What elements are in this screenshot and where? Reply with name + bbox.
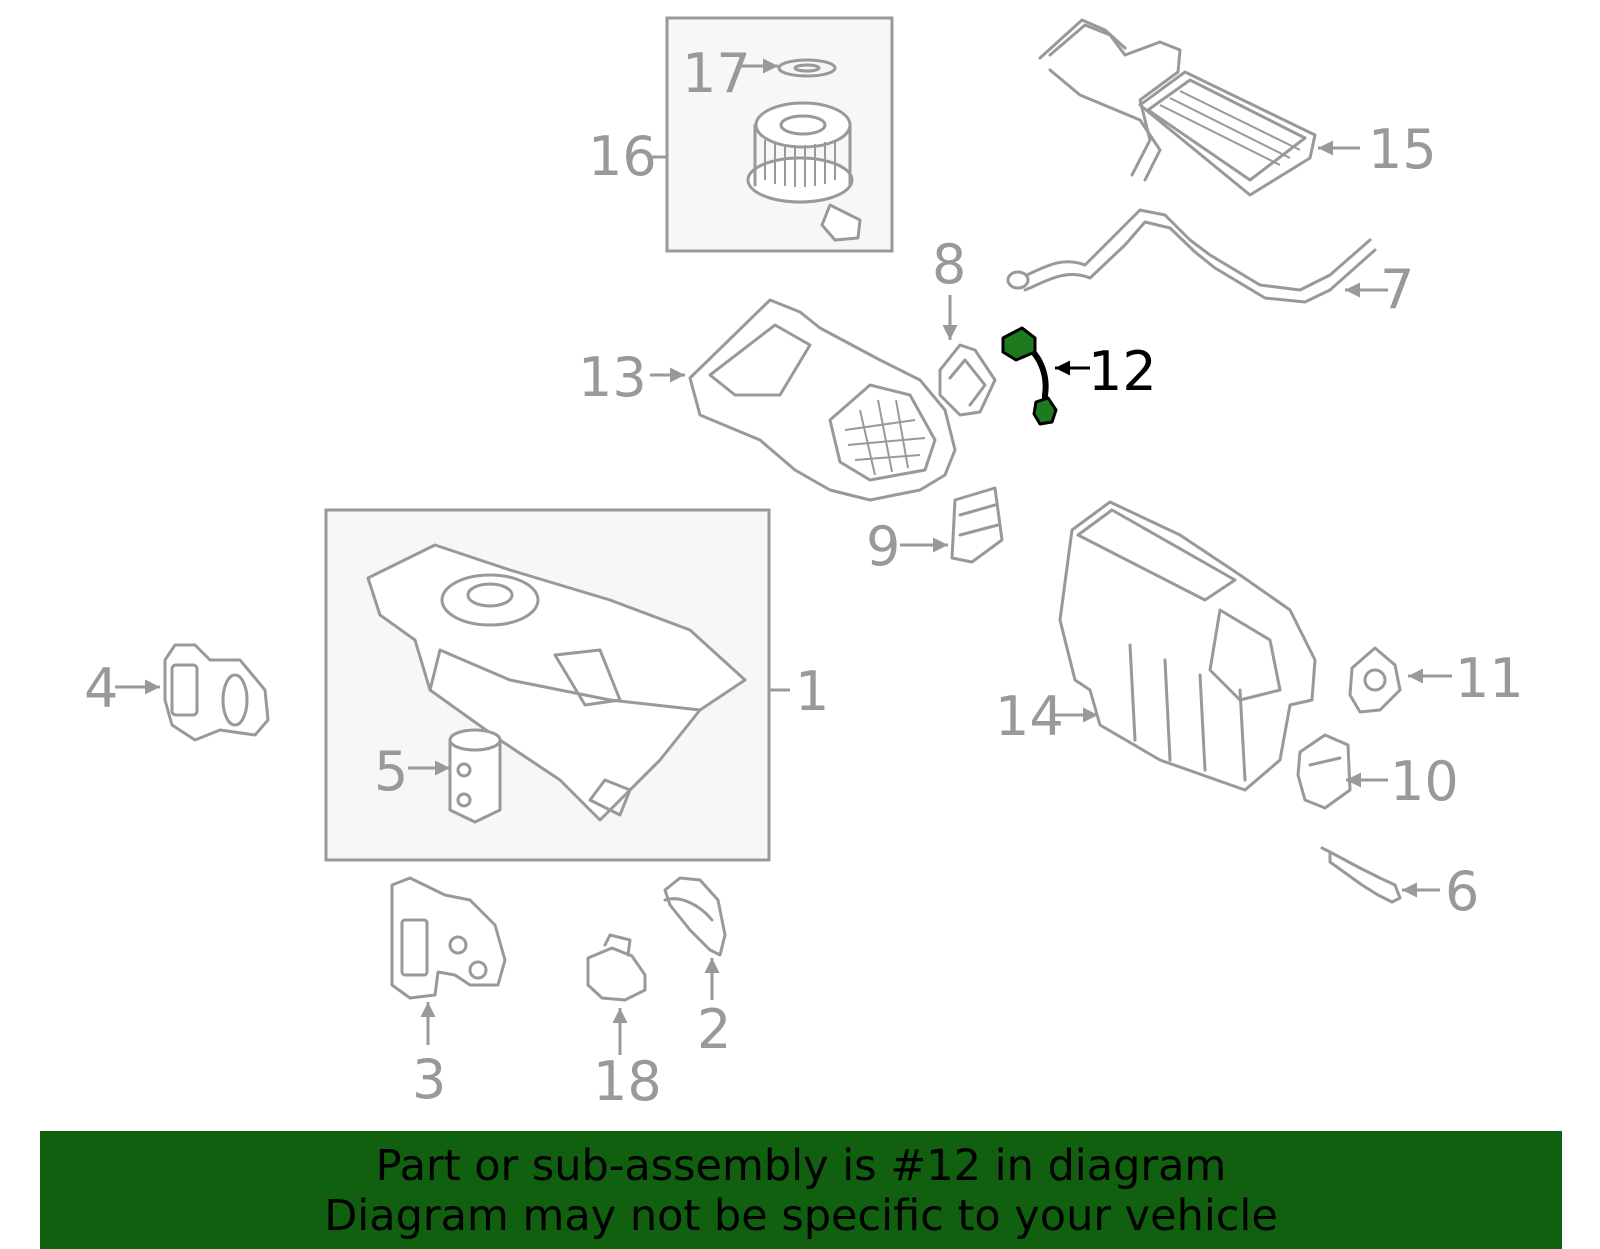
callout-6: 6 bbox=[1445, 860, 1479, 923]
banner-line-part-number: Part or sub-assembly is #12 in diagram bbox=[375, 1141, 1227, 1191]
callout-8: 8 bbox=[932, 233, 966, 296]
part-3-bracket bbox=[390, 876, 507, 1000]
part-6-temperature-sensor bbox=[1320, 846, 1402, 904]
callout-13: 13 bbox=[578, 346, 647, 409]
callout-10: 10 bbox=[1390, 750, 1459, 813]
callout-9: 9 bbox=[866, 515, 900, 578]
part-16-blower-motor bbox=[665, 16, 894, 253]
callout-3: 3 bbox=[412, 1048, 446, 1111]
callout-2: 2 bbox=[697, 998, 731, 1061]
part-2-cover bbox=[663, 876, 727, 957]
part-15-heater-core bbox=[1038, 18, 1317, 197]
callout-16: 16 bbox=[588, 125, 657, 188]
banner-line-disclaimer: Diagram may not be specific to your vehi… bbox=[324, 1191, 1278, 1241]
callout-14: 14 bbox=[995, 685, 1064, 748]
callout-7: 7 bbox=[1380, 258, 1414, 321]
callout-15: 15 bbox=[1368, 118, 1437, 181]
callout-11: 11 bbox=[1455, 647, 1524, 710]
part-14-evaporator-housing bbox=[1058, 500, 1317, 792]
part-10-actuator bbox=[1296, 733, 1352, 810]
part-5-expansion-valve bbox=[448, 728, 502, 824]
part-9-bracket bbox=[950, 486, 1004, 564]
part-1-housing-assembly bbox=[324, 508, 771, 862]
part-13-blower-housing bbox=[688, 298, 957, 502]
part-12-wire-harness-highlighted bbox=[1001, 326, 1058, 426]
callout-4: 4 bbox=[84, 657, 118, 720]
part-11-sensor bbox=[1348, 646, 1402, 714]
part-4-grommet bbox=[163, 643, 270, 742]
callout-17: 17 bbox=[682, 42, 751, 105]
part-8-actuator bbox=[938, 343, 997, 417]
callout-labels: 17 16 15 8 7 12 13 9 4 1 11 14 5 10 6 2 … bbox=[84, 42, 1524, 1113]
callout-18: 18 bbox=[593, 1050, 662, 1113]
part-7-hose bbox=[1006, 208, 1377, 304]
part-18-connector bbox=[586, 933, 647, 1002]
callout-5: 5 bbox=[374, 740, 408, 803]
callout-1: 1 bbox=[795, 660, 829, 723]
callout-12: 12 bbox=[1088, 340, 1157, 403]
part-info-banner: Part or sub-assembly is #12 in diagram D… bbox=[40, 1131, 1562, 1249]
